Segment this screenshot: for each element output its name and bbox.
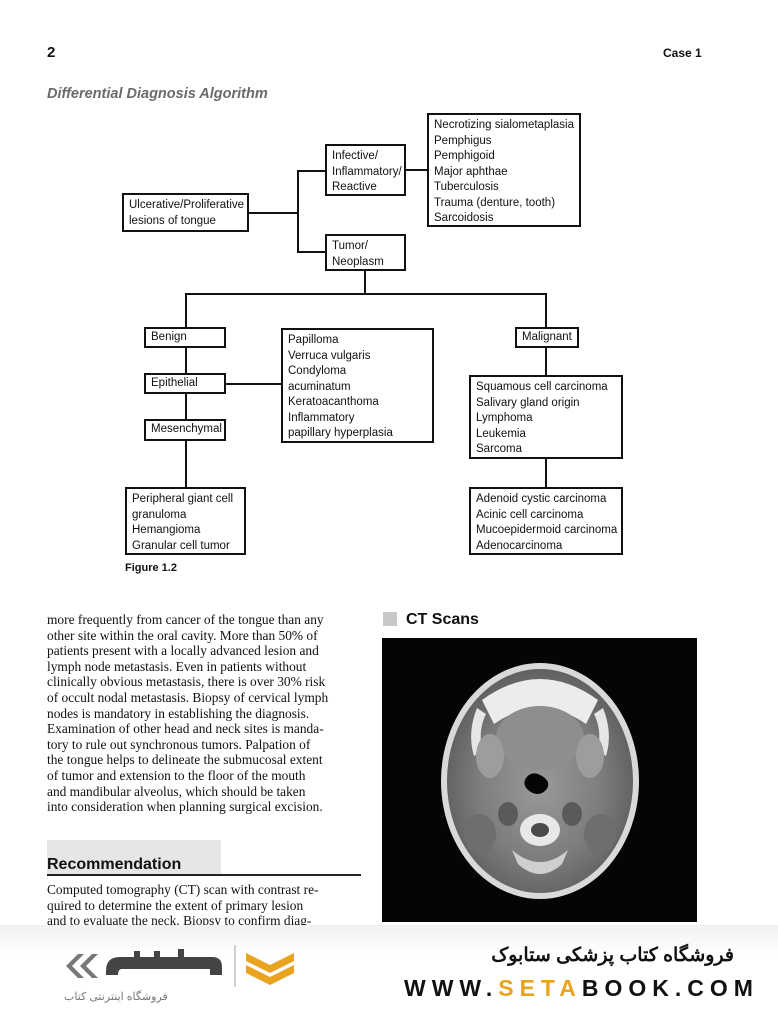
store-url-link[interactable]: WWW.SETABOOK.COM xyxy=(404,975,759,1002)
salivary-lesions-box: Adenoid cystic carcinoma Acinic cell car… xyxy=(469,487,623,555)
heading-rule xyxy=(47,874,361,876)
case-label: Case 1 xyxy=(663,46,702,60)
connector xyxy=(545,293,547,328)
store-logo[interactable] xyxy=(62,943,297,1003)
connector xyxy=(185,440,187,488)
ct-scan-image xyxy=(382,638,697,922)
store-logo-subtitle: فروشگاه اینترنتی کتاب xyxy=(64,991,168,1003)
mesenchymal-lesions-box: Peripheral giant cell granuloma Hemangio… xyxy=(125,487,246,555)
tumor-node-box: Tumor/ Neoplasm xyxy=(325,234,406,271)
benign-node-box: Benign xyxy=(144,327,226,348)
connector xyxy=(185,293,187,328)
connector xyxy=(248,212,298,214)
connector xyxy=(226,383,282,385)
malignant-lesions-box: Squamous cell carcinoma Salivary gland o… xyxy=(469,375,623,459)
connector xyxy=(297,251,327,253)
connector xyxy=(405,169,429,171)
root-node-box: Ulcerative/Proliferative lesions of tong… xyxy=(122,193,249,232)
epithelial-node-box: Epithelial xyxy=(144,373,226,394)
url-suffix: BOOK.COM xyxy=(581,975,759,1001)
connector xyxy=(185,392,187,420)
recommendation-paragraph: Computed tomography (CT) scan with contr… xyxy=(47,882,319,929)
setabook-logo-icon xyxy=(66,945,294,987)
recommendation-heading-band xyxy=(47,840,221,874)
page-number: 2 xyxy=(47,44,56,61)
infective-causes-box: Necrotizing sialometaplasia Pemphigus Pe… xyxy=(427,113,581,227)
connector xyxy=(297,170,299,252)
epithelial-lesions-box: Papilloma Verruca vulgaris Condyloma acu… xyxy=(281,328,434,443)
store-name: فروشگاه کتاب پزشکی ستابوک xyxy=(491,945,734,966)
connector xyxy=(364,270,366,294)
connector xyxy=(185,293,546,295)
connector xyxy=(185,346,187,374)
url-prefix: WWW. xyxy=(404,975,499,1001)
recommendation-heading: Recommendation xyxy=(47,856,182,873)
algorithm-title: Differential Diagnosis Algorithm xyxy=(47,86,268,102)
ct-axial-slice-drawing xyxy=(441,663,639,899)
malignant-node-box: Malignant xyxy=(515,327,579,348)
infective-node-box: Infective/ Inflammatory/ Reactive xyxy=(325,144,406,196)
ct-scans-heading: CT Scans xyxy=(406,611,479,628)
figure-label: Figure 1.2 xyxy=(125,562,177,574)
body-paragraph: more frequently from cancer of the tongu… xyxy=(47,612,329,815)
connector xyxy=(545,346,547,376)
connector xyxy=(297,170,327,172)
connector xyxy=(545,458,547,488)
mesenchymal-node-box: Mesenchymal xyxy=(144,419,226,441)
url-accent: SETA xyxy=(498,975,582,1001)
section-marker xyxy=(383,612,397,626)
